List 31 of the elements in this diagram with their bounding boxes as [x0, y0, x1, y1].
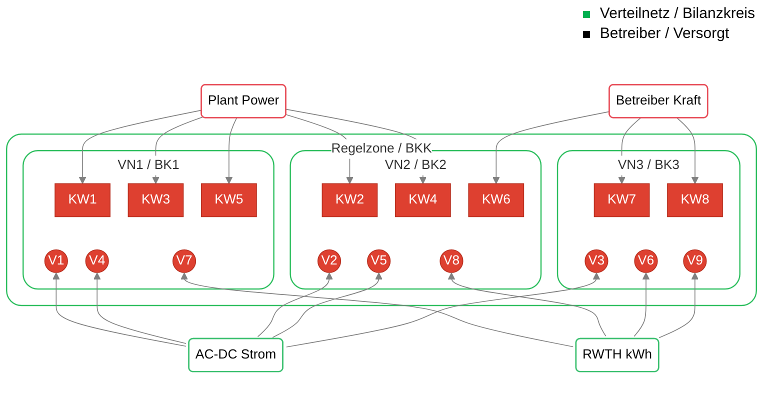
node-circle: V7 [172, 249, 196, 273]
node-circle: V1 [44, 249, 68, 273]
node-circle: V3 [584, 249, 608, 273]
arrow [286, 272, 600, 348]
arrow [225, 118, 238, 184]
node-circle: V6 [634, 249, 658, 273]
arrow [492, 111, 610, 184]
node-box: KW4 [395, 183, 451, 218]
node-box: KW7 [594, 183, 650, 218]
node-box: KW1 [54, 183, 110, 218]
legend-text: Verteilnetz / Bilanzkreis [600, 4, 755, 24]
node-circle: V4 [85, 249, 109, 273]
legend-text: Betreiber / Versorgt [600, 24, 730, 44]
arrow [180, 272, 574, 348]
arrow [52, 272, 186, 347]
arrow [257, 272, 333, 338]
node-circle: V5 [367, 249, 391, 273]
arrow [658, 272, 699, 338]
arrow [448, 272, 606, 336]
node-box: KW2 [322, 183, 378, 218]
node-box: KW5 [201, 183, 257, 218]
node-circle: V8 [440, 249, 464, 273]
arrow [676, 118, 699, 184]
arrow [272, 272, 382, 338]
node-circle: V9 [683, 249, 707, 273]
node-box: KW8 [667, 183, 723, 218]
node-box: KW6 [468, 183, 524, 218]
arrow [634, 272, 650, 337]
arrow [93, 272, 186, 344]
node-circle: V2 [317, 249, 342, 273]
node-box: KW3 [128, 183, 184, 218]
